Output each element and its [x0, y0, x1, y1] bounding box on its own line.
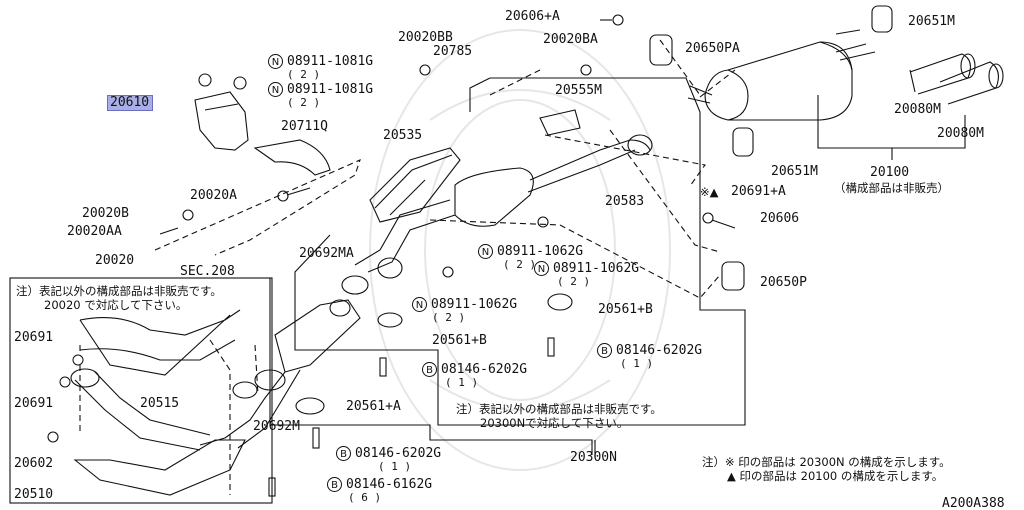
part-20651m-label[interactable]: 20651M: [908, 14, 955, 29]
hw-qty: ( 1 ): [378, 460, 412, 473]
hw-08911-1062g-a[interactable]: 08911-1062G: [497, 244, 584, 259]
frame-20020: [9, 277, 273, 504]
part-20535-label[interactable]: 20535: [383, 128, 423, 143]
legend-line2: ▲ 印の部品は 20100 の構成を示します。: [727, 469, 944, 483]
legend-line1: 注）※ 印の部品は 20300N の構成を示します。: [702, 455, 951, 469]
part-20692m-label[interactable]: 20692M: [253, 419, 300, 434]
b-symbol-icon: B: [422, 362, 437, 377]
part-20080m-a-label[interactable]: 20080M: [894, 102, 941, 117]
hw-qty: ( 2 ): [287, 96, 321, 109]
part-20561b-right-label[interactable]: 20561+B: [598, 302, 653, 317]
hw-08911-1081g-b[interactable]: 08911-1081G: [287, 82, 374, 97]
part-20561-a-label[interactable]: 20561+A: [346, 399, 401, 414]
watermark-logo: [369, 29, 671, 471]
hw-qty: ( 2 ): [557, 275, 591, 288]
part-20691-1-label[interactable]: 20691: [14, 330, 54, 345]
catalyst-20535-shape: [369, 147, 461, 223]
part-20606-a-label[interactable]: 20606+A: [505, 9, 560, 24]
part-20691-a-label[interactable]: 20691+A: [731, 184, 786, 199]
hanger-shapes: [649, 5, 893, 291]
section-208-label[interactable]: SEC.208: [180, 264, 235, 279]
n-symbol-icon: N: [412, 297, 427, 312]
tail-pipe-shapes: [909, 53, 1004, 105]
part-20100-note: （構成部品は非販売）: [834, 181, 949, 195]
part-20020-label[interactable]: 20020: [95, 253, 135, 268]
part-20610-label[interactable]: 20610: [106, 95, 154, 111]
note-20300n-line2: 20300Nで対応して下さい。: [480, 416, 629, 430]
part-20555m-label[interactable]: 20555M: [555, 83, 602, 98]
part-20510-label[interactable]: 20510: [14, 487, 54, 502]
part-20020a-label[interactable]: 20020A: [190, 188, 237, 203]
hw-08146-6202g-a[interactable]: 08146-6202G: [616, 343, 703, 358]
part-20650p-label[interactable]: 20650P: [760, 275, 807, 290]
n-symbol-icon: N: [534, 261, 549, 276]
part-20020aa-label[interactable]: 20020AA: [67, 224, 122, 239]
muffler-shape: [687, 29, 876, 121]
heat-shield-20510-shape: [73, 439, 246, 496]
fastener-shapes: [47, 14, 736, 497]
frame-20300n: [294, 77, 746, 426]
part-20692ma-label[interactable]: 20692MA: [299, 246, 354, 261]
part-20100-label[interactable]: 20100: [870, 165, 910, 180]
hw-08911-1062g-c[interactable]: 08911-1062G: [431, 297, 518, 312]
hw-qty: ( 2 ): [432, 311, 466, 324]
part-20020b-label[interactable]: 20020B: [82, 206, 129, 221]
hw-qty: ( 2 ): [503, 258, 537, 271]
part-20561b-left-label[interactable]: 20561+B: [432, 333, 487, 348]
part-20300n-label[interactable]: 20300N: [570, 450, 617, 465]
b-symbol-icon: B: [597, 343, 612, 358]
hw-08911-1081g-a[interactable]: 08911-1081G: [287, 54, 374, 69]
part-20080m-b-label[interactable]: 20080M: [937, 126, 984, 141]
resonator-shape: [354, 134, 653, 279]
front-pipe-20020-shape: [70, 309, 241, 451]
part-20606-label[interactable]: 20606: [760, 211, 800, 226]
part-20785-label[interactable]: 20785: [433, 44, 473, 59]
n-symbol-icon: N: [268, 82, 283, 97]
mark-20691a: ※▲: [700, 185, 719, 199]
diagram-code: A200A388: [942, 496, 1005, 510]
hw-08146-6162g[interactable]: 08146-6162G: [346, 477, 433, 492]
part-20020ba-label[interactable]: 20020BA: [543, 32, 598, 47]
hw-qty: ( 2 ): [287, 68, 321, 81]
n-symbol-icon: N: [268, 54, 283, 69]
part-20583-label[interactable]: 20583: [605, 194, 645, 209]
hw-08146-6202g-c[interactable]: 08146-6202G: [355, 446, 442, 461]
bracket-20610-shape: [194, 91, 249, 151]
note-20300n-line1: 注）表記以外の構成部品は非販売です。: [456, 402, 662, 416]
note-20020-line2: 20020 で対応して下さい。: [44, 298, 188, 312]
part-20515-label[interactable]: 20515: [140, 396, 180, 411]
gasket-shapes: [232, 275, 369, 399]
part-20711q-label[interactable]: 20711Q: [281, 119, 328, 134]
b-symbol-icon: B: [336, 446, 351, 461]
hw-qty: ( 6 ): [348, 491, 382, 504]
part-20020bb-label[interactable]: 20020BB: [398, 30, 453, 45]
hw-qty: ( 1 ): [445, 376, 479, 389]
part-20602-label[interactable]: 20602: [14, 456, 54, 471]
n-symbol-icon: N: [478, 244, 493, 259]
hw-08146-6202g-b[interactable]: 08146-6202G: [441, 362, 528, 377]
note-20020-line1: 注）表記以外の構成部品は非販売です。: [16, 284, 222, 298]
part-20650pa-label[interactable]: 20650PA: [685, 41, 740, 56]
hw-08911-1062g-b[interactable]: 08911-1062G: [553, 261, 640, 276]
part-20651m-mid-label[interactable]: 20651M: [771, 164, 818, 179]
b-symbol-icon: B: [327, 477, 342, 492]
bracket-20711q-shape: [253, 139, 331, 176]
hw-qty: ( 1 ): [620, 357, 654, 370]
part-20691-2-label[interactable]: 20691: [14, 396, 54, 411]
